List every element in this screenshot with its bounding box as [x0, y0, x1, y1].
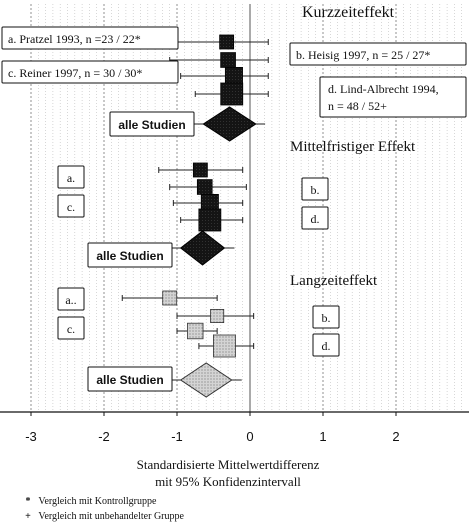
x-tick-label: 0	[246, 429, 253, 444]
section-title: Kurzzeiteffekt	[302, 4, 395, 21]
study-label: c.	[67, 322, 75, 336]
footnote-text: Vergleich mit Kontrollgruppe	[38, 496, 157, 507]
summary-diamond	[179, 362, 233, 398]
x-axis-label-2: mit 95% Konfidenzintervall	[155, 474, 301, 489]
study-label-box	[301, 177, 329, 201]
footnote-text: Vergleich mit unbehandelter Gruppe	[38, 511, 184, 522]
summary-label-box	[87, 366, 173, 392]
summary-label: alle Studien	[96, 249, 163, 263]
study-label: a..	[65, 293, 76, 307]
summary-label-box	[87, 242, 173, 268]
x-axis-label: Standardisierte Mittelwertdifferenz	[137, 457, 320, 472]
section-title: Mittelfristiger Effekt	[290, 139, 416, 155]
study-estimate-square	[187, 322, 204, 340]
study-label-box	[1, 60, 179, 84]
study-label: b.	[322, 311, 331, 325]
summary-label: alle Studien	[118, 118, 185, 132]
study-label-box	[1, 26, 179, 50]
summary-diamond	[179, 230, 226, 266]
study-estimate-square	[198, 208, 222, 232]
footnote-control-group: * Vergleich mit Kontrollgruppe	[20, 496, 157, 507]
summary-label-box	[109, 111, 195, 137]
study-label: c. Reiner 1997, n = 30 / 30*	[8, 66, 142, 80]
asterisk-symbol: *	[25, 496, 31, 507]
study-label-box	[319, 76, 467, 118]
x-tick-label: -3	[25, 429, 37, 444]
x-tick-label: 2	[392, 429, 399, 444]
x-tick-label: -2	[98, 429, 110, 444]
study-label-box	[312, 305, 340, 329]
study-estimate-square	[220, 52, 236, 68]
study-estimate-square	[213, 334, 236, 358]
study-estimate-square	[210, 308, 225, 323]
study-label-box	[301, 206, 329, 230]
study-label-box	[57, 194, 85, 218]
study-estimate-square	[162, 290, 178, 306]
x-tick-label: -1	[171, 429, 183, 444]
plot-marks	[121, 34, 269, 398]
study-estimate-square	[192, 162, 208, 178]
study-label: d.	[322, 339, 331, 353]
study-label-box	[312, 333, 340, 357]
section-title: Langzeiteffekt	[290, 273, 378, 289]
study-estimate-square	[219, 34, 235, 50]
study-label: b.	[311, 183, 320, 197]
study-label: d. Lind-Albrecht 1994,	[328, 82, 439, 96]
study-estimate-square	[220, 82, 244, 106]
x-tick-label: 1	[319, 429, 326, 444]
study-label-line2: n = 48 / 52+	[328, 99, 387, 113]
summary-label: alle Studien	[96, 373, 163, 387]
study-label: c.	[67, 200, 75, 214]
study-label-box	[57, 287, 85, 311]
study-label-box	[289, 42, 467, 66]
plus-symbol: +	[25, 511, 31, 522]
study-label-box	[57, 165, 85, 189]
study-label-box	[57, 316, 85, 340]
plot-labels: Kurzzeiteffekt alle Studien a. Pratzel 199…	[1, 4, 467, 392]
footnote-untreated-group: + Vergleich mit unbehandelter Gruppe	[20, 511, 184, 522]
study-label: a.	[67, 171, 75, 185]
study-estimate-square	[224, 67, 243, 86]
study-estimate-square	[196, 179, 213, 195]
study-label: b. Heisig 1997, n = 25 / 27*	[296, 48, 430, 62]
summary-diamond	[202, 106, 257, 142]
study-label: a. Pratzel 1993, n =23 / 22*	[8, 32, 141, 46]
study-label: d.	[311, 212, 320, 226]
